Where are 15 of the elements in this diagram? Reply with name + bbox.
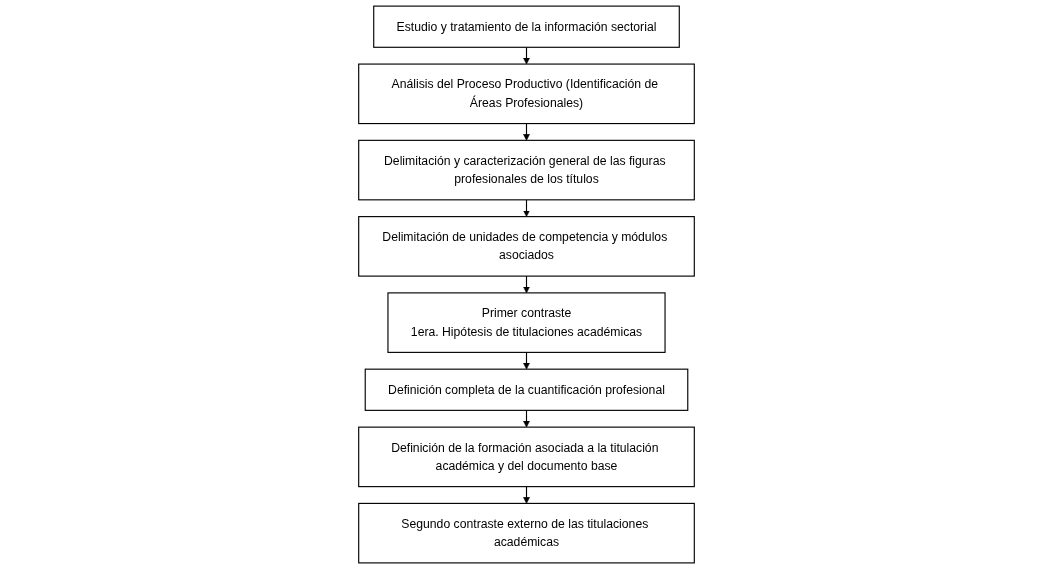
arrow bbox=[523, 486, 530, 504]
node-box: Segundo contraste externo de las titulaciones académicas bbox=[358, 502, 695, 564]
node-box: Estudio y tratamiento de la información sectorial bbox=[373, 5, 680, 48]
arrow bbox=[523, 409, 530, 428]
arrow bbox=[523, 123, 530, 141]
arrow bbox=[523, 46, 530, 65]
node-box: Delimitación y caracterización general de las figuras profesionales de los títulos bbox=[358, 139, 695, 201]
arrow bbox=[523, 351, 530, 370]
arrow bbox=[523, 199, 530, 217]
arrow bbox=[523, 275, 530, 294]
node-box: Delimitación de unidades de competencia y módulos asociados bbox=[358, 216, 695, 277]
node-box: Definición completa de la cuantificación profesional bbox=[364, 368, 689, 411]
node-box: Primer contraste 1era. Hipótesis de titulaciones académicas bbox=[387, 292, 666, 353]
node-box: Definición de la formación asociada a la titulación académica y del documento base bbox=[358, 426, 695, 488]
node-box: Análisis del Proceso Productivo (Identificación de Áreas Profesionales) bbox=[358, 63, 695, 125]
